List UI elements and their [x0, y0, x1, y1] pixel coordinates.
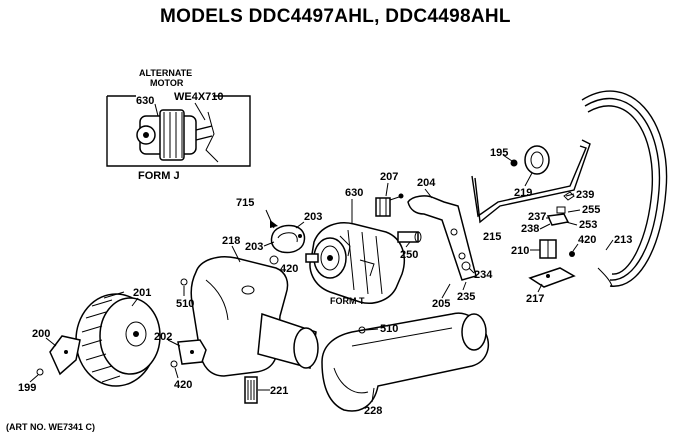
label-207: 207 — [380, 171, 398, 183]
part-207-switch — [375, 197, 391, 217]
label-420-mid: 420 — [280, 263, 298, 275]
part-420-screw-mid — [269, 255, 279, 265]
label-234: 234 — [474, 269, 493, 281]
form-t-label: FORM T — [330, 296, 365, 306]
label-205: 205 — [432, 298, 450, 310]
label-255: 255 — [582, 204, 600, 216]
motor-clamp: 715 203 203 420 — [236, 197, 322, 275]
wheel-bracket: 200 199 — [18, 328, 81, 394]
label-420-bottom: 420 — [174, 379, 192, 391]
label-238: 238 — [521, 223, 539, 235]
label-715: 715 — [236, 197, 254, 209]
part-217-bracket — [528, 267, 576, 288]
label-210: 210 — [511, 245, 529, 257]
form-j-label: FORM J — [138, 170, 180, 182]
part-200-bracket — [49, 335, 81, 376]
alternate-motor-ref-label: 630 — [136, 95, 154, 107]
label-253: 253 — [579, 219, 597, 231]
label-237: 237 — [528, 211, 546, 223]
label-221: 221 — [270, 385, 288, 397]
label-239: 239 — [576, 189, 594, 201]
alternate-motor-drawing — [136, 102, 219, 163]
label-420-right: 420 — [578, 234, 596, 246]
blower-housing: 218 510 — [176, 235, 319, 377]
part-510-screw-left — [180, 278, 188, 286]
label-203-top: 203 — [304, 211, 322, 223]
diagram-title: MODELS DDC4497AHL, DDC4498AHL — [160, 6, 511, 27]
drive-motor: 630 FORM T 250 — [305, 187, 422, 306]
part-239-clip — [563, 191, 575, 201]
label-213: 213 — [614, 234, 632, 246]
label-203-left: 203 — [245, 241, 263, 253]
label-228: 228 — [364, 405, 382, 417]
switch-207: 207 — [375, 171, 404, 217]
part-203-clamp — [270, 224, 306, 254]
label-201: 201 — [133, 287, 151, 299]
part-204-205-bracket — [407, 195, 477, 281]
part-238-fuse — [546, 213, 570, 226]
part-630-shaft-right — [397, 231, 419, 243]
blower-wheel: 201 — [75, 287, 161, 387]
label-250: 250 — [400, 249, 418, 261]
label-218: 218 — [222, 235, 240, 247]
drum-bearing-ring: 213 — [581, 90, 668, 287]
part-219-thermostat — [524, 145, 550, 175]
part-234-screw — [461, 261, 471, 271]
label-630: 630 — [345, 187, 363, 199]
label-202: 202 — [154, 331, 172, 343]
lint-filter: 221 — [244, 376, 288, 404]
label-200: 200 — [32, 328, 50, 340]
label-204: 204 — [417, 177, 436, 189]
upper-right-parts: 219 195 215 239 255 237 238 253 — [471, 139, 600, 305]
alternate-heading-line2: MOTOR — [150, 78, 184, 88]
label-217: 217 — [526, 293, 544, 305]
part-228-duct — [321, 312, 490, 412]
part-510-screw-right — [358, 326, 366, 334]
alternate-heading-line1: ALTERNATE — [139, 68, 192, 78]
alternate-motor-box: ALTERNATE MOTOR 630 WE4X710 FORM J — [106, 68, 251, 182]
label-199: 199 — [18, 382, 36, 394]
part-195-screw — [510, 159, 518, 167]
part-199-screw — [36, 368, 44, 376]
art-number: (ART NO. WE7341 C) — [6, 422, 96, 432]
motor-mount-bracket: 204 205 235 234 — [407, 177, 493, 310]
alternate-motor-frame — [106, 95, 251, 167]
housing-bracket: 202 420 — [154, 331, 207, 391]
label-215: 215 — [483, 231, 501, 243]
label-235: 235 — [457, 291, 475, 303]
exhaust-duct: 228 510 — [321, 312, 490, 417]
label-510-right: 510 — [380, 323, 398, 335]
alternate-part-number-label: WE4X710 — [174, 91, 224, 103]
label-510-left: 510 — [176, 298, 194, 310]
